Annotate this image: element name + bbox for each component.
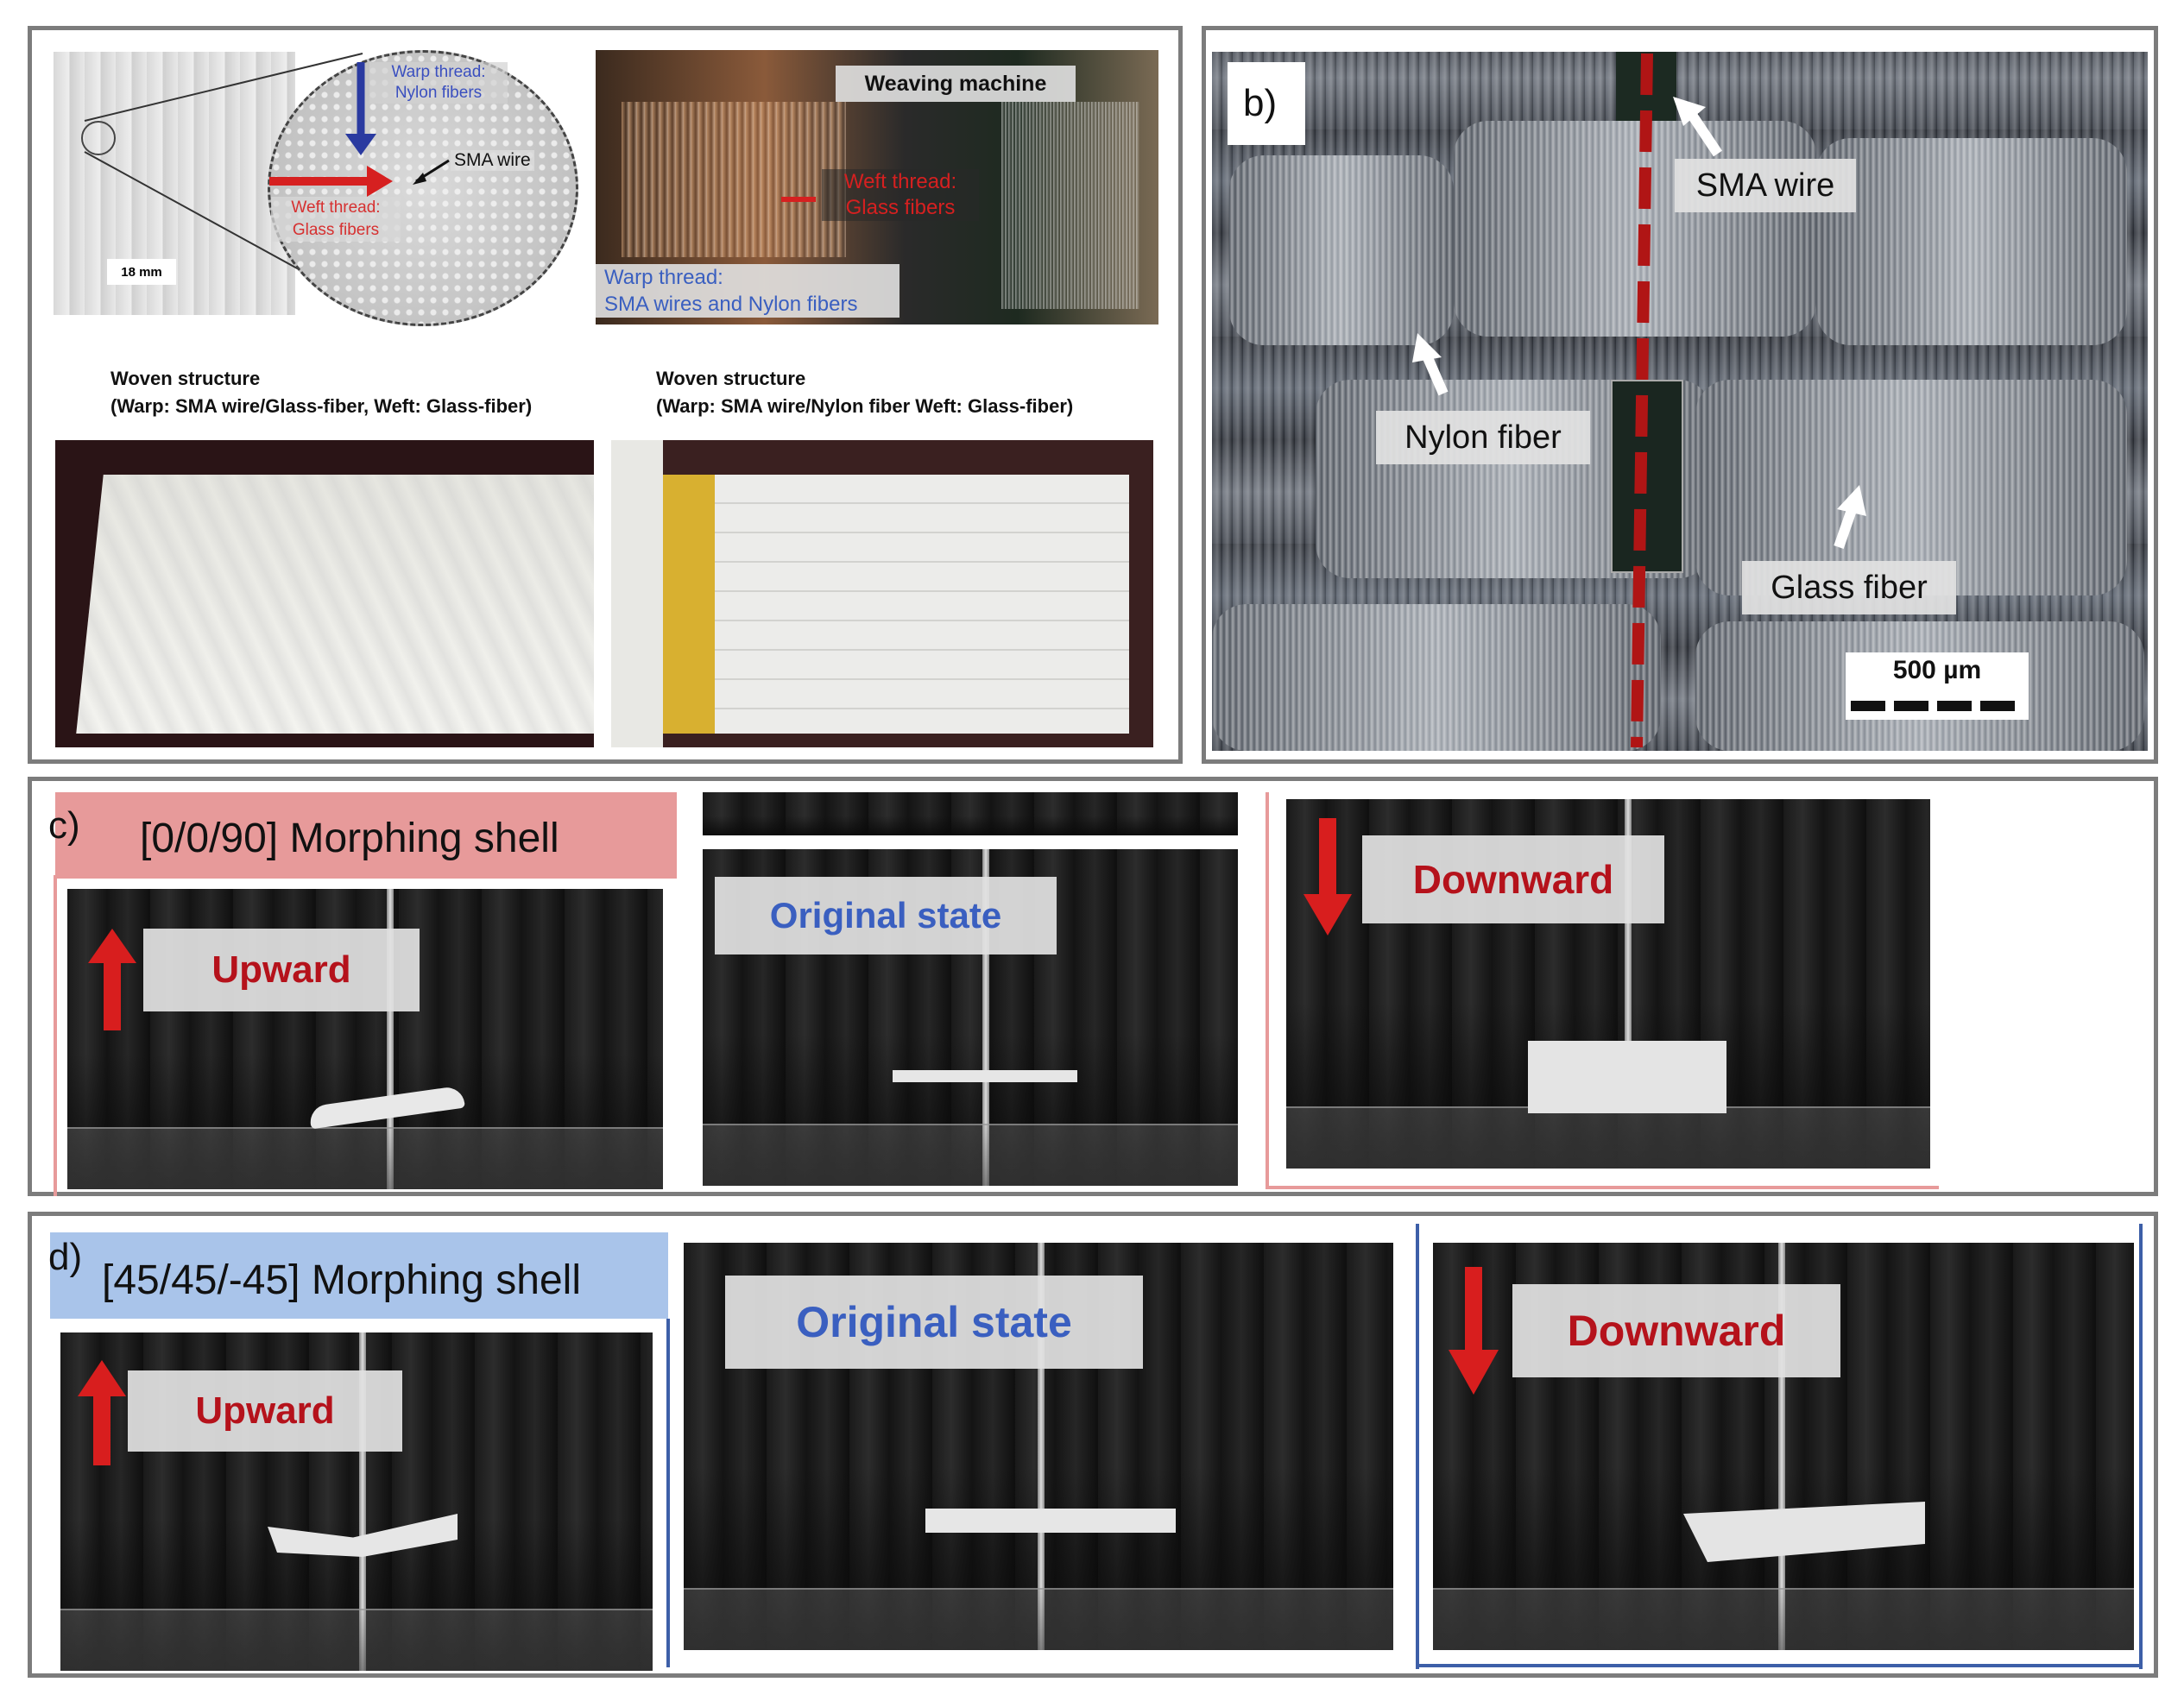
woven-right-yellow-edge	[663, 475, 715, 734]
panel-d-divider-left	[666, 1319, 670, 1667]
zoom-circle-small	[81, 121, 116, 155]
woven-right-roll	[611, 440, 663, 747]
scale-bar-text: 500 µm	[1892, 656, 1982, 684]
glass-fiber-bundle-5	[1695, 380, 2127, 595]
panel-d-label: d)	[48, 1236, 83, 1278]
woven-right-title: Woven structure	[656, 368, 806, 389]
c-downward-arrow	[1303, 818, 1352, 936]
c-downward-rod	[1625, 799, 1632, 1049]
scale-bar-box: 18 mm	[107, 259, 176, 285]
machine-warp-label: Warp thread: SMA wires and Nylon fibers	[596, 264, 899, 318]
weaving-machine-label: Weaving machine	[836, 66, 1076, 102]
machine-weft-label: Weft thread: Glass fibers	[822, 169, 979, 221]
glass-fiber-label: Glass fiber	[1742, 561, 1956, 614]
c-downward-table	[1286, 1106, 1930, 1169]
glass-fiber-bundle-6	[1212, 604, 1661, 751]
glass-fiber-bundle-1	[1229, 155, 1454, 345]
c-original-rod	[982, 849, 989, 1186]
c-original-table	[703, 1124, 1238, 1186]
c-original-top-strip	[703, 792, 1238, 835]
scale-bar-line	[1851, 701, 2023, 711]
woven-right-subtitle: (Warp: SMA wire/Nylon fiber Weft: Glass-…	[656, 395, 1074, 417]
nylon-fiber-label: Nylon fiber	[1376, 411, 1590, 464]
glass-fiber-bundle-2	[1454, 121, 1816, 337]
zoom-sma-label: SMA wire	[451, 150, 534, 171]
c-upward-arrow	[88, 929, 136, 1030]
panel-d-header	[50, 1232, 668, 1319]
panel-c-header	[55, 792, 677, 879]
c-downward-label: Downward	[1362, 835, 1664, 923]
c-upward-border	[54, 875, 57, 1196]
woven-right-fabric	[706, 475, 1129, 734]
c-original-shell	[893, 1070, 1077, 1082]
d-original-rod	[1038, 1243, 1045, 1650]
panel-d-title: [45/45/-45] Morphing shell	[102, 1257, 581, 1303]
d-upward-arrow	[78, 1360, 126, 1465]
scale-bar-500um: 500 µm	[1846, 652, 2029, 720]
d-downward-arrow	[1449, 1267, 1499, 1395]
c-downward-border-bottom	[1266, 1186, 1939, 1189]
panel-c-title: [0/0/90] Morphing shell	[140, 816, 559, 861]
d-upward-label: Upward	[128, 1370, 402, 1452]
woven-right-photo	[611, 440, 1153, 747]
fabric-sheet-photo: 18 mm	[54, 52, 295, 315]
zoom-weft-label: Weft thread: Glass fibers	[271, 197, 401, 242]
c-upward-rod	[387, 889, 394, 1189]
sma-wire-strip-mid	[1611, 380, 1683, 573]
c-downward-border	[1266, 792, 1269, 1189]
zoom-warp-label: Warp thread: Nylon fibers	[369, 62, 508, 104]
d-downward-label: Downward	[1512, 1284, 1840, 1377]
d-downward-shell	[1683, 1502, 1925, 1562]
panel-b-label: b)	[1243, 82, 1278, 124]
panel-c-label: c)	[48, 804, 80, 847]
woven-left-title: Woven structure	[110, 368, 261, 389]
woven-left-fabric	[76, 475, 594, 734]
machine-weft-arrow	[781, 197, 816, 202]
panel-b-label-box: b)	[1228, 62, 1305, 145]
c-upward-table	[67, 1127, 663, 1189]
d-downward-rod	[1778, 1243, 1785, 1650]
glass-fiber-bundle-3	[1816, 138, 2127, 345]
c-downward-shell	[1528, 1041, 1726, 1113]
d-original-shell	[925, 1509, 1176, 1533]
loom-threads-texture	[1001, 102, 1139, 309]
d-upward-rod	[359, 1332, 366, 1671]
d-upward-table	[60, 1609, 653, 1671]
warp-threads-texture	[622, 102, 846, 257]
d-original-table	[684, 1588, 1393, 1650]
panel-d-underline	[1416, 1664, 2143, 1667]
c-upward-label: Upward	[143, 929, 420, 1011]
d-downward-table	[1433, 1588, 2134, 1650]
woven-left-subtitle: (Warp: SMA wire/Glass-fiber, Weft: Glass…	[110, 395, 533, 417]
sma-wire-label: SMA wire	[1675, 159, 1856, 212]
sma-wire-strip-top	[1616, 52, 1676, 121]
panel-d-divider-right	[2139, 1224, 2143, 1669]
microscope-photo	[1212, 52, 2148, 751]
d-original-label: Original state	[725, 1276, 1143, 1369]
c-original-label: Original state	[715, 877, 1057, 954]
panel-d-divider-mid	[1416, 1224, 1419, 1669]
woven-left-photo	[55, 440, 594, 747]
